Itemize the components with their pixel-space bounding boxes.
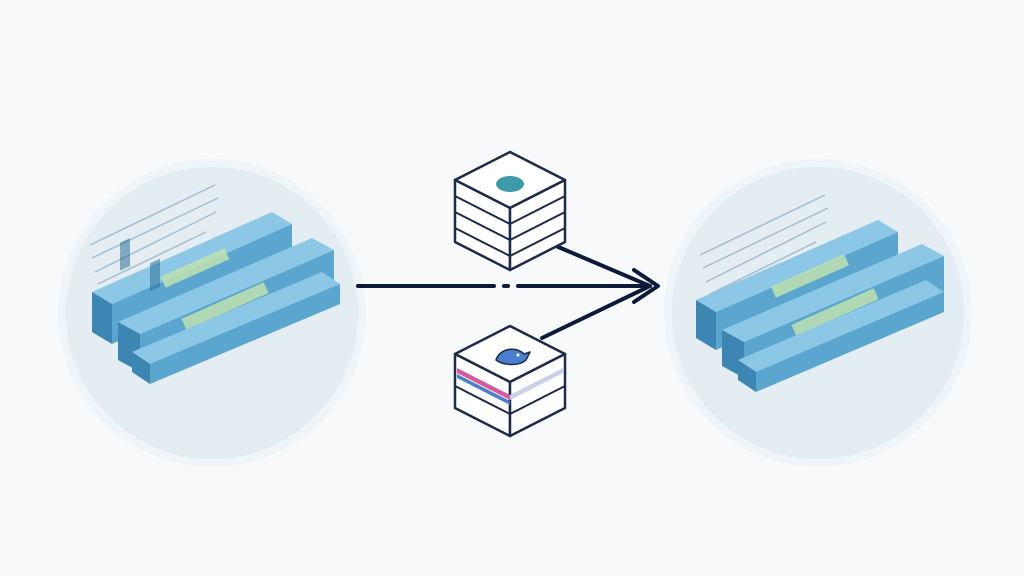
target-letter-blocks-icon <box>696 194 944 392</box>
bird-icon <box>495 348 531 366</box>
bottom-cube-stripes <box>454 385 566 415</box>
arrow-head <box>632 268 660 304</box>
top-cube-stripes <box>454 195 566 257</box>
target-block-row-3 <box>738 280 944 392</box>
bottom-cube-accent-stripes <box>457 368 563 405</box>
bird-cube-icon <box>453 324 567 438</box>
source-glyph-marks <box>120 238 160 292</box>
target-noise-lines <box>699 194 829 295</box>
bird-eye <box>516 353 520 357</box>
database-cube-icon <box>453 150 567 272</box>
source-letter-blocks-icon <box>89 184 340 384</box>
source-noise-lines <box>89 184 219 285</box>
merge-arrow-icon <box>356 244 660 340</box>
arrow-top-branch <box>554 244 652 288</box>
arrow-bottom-branch <box>540 284 652 340</box>
top-cube-dot <box>496 176 524 192</box>
source-block-row-3 <box>132 272 340 384</box>
